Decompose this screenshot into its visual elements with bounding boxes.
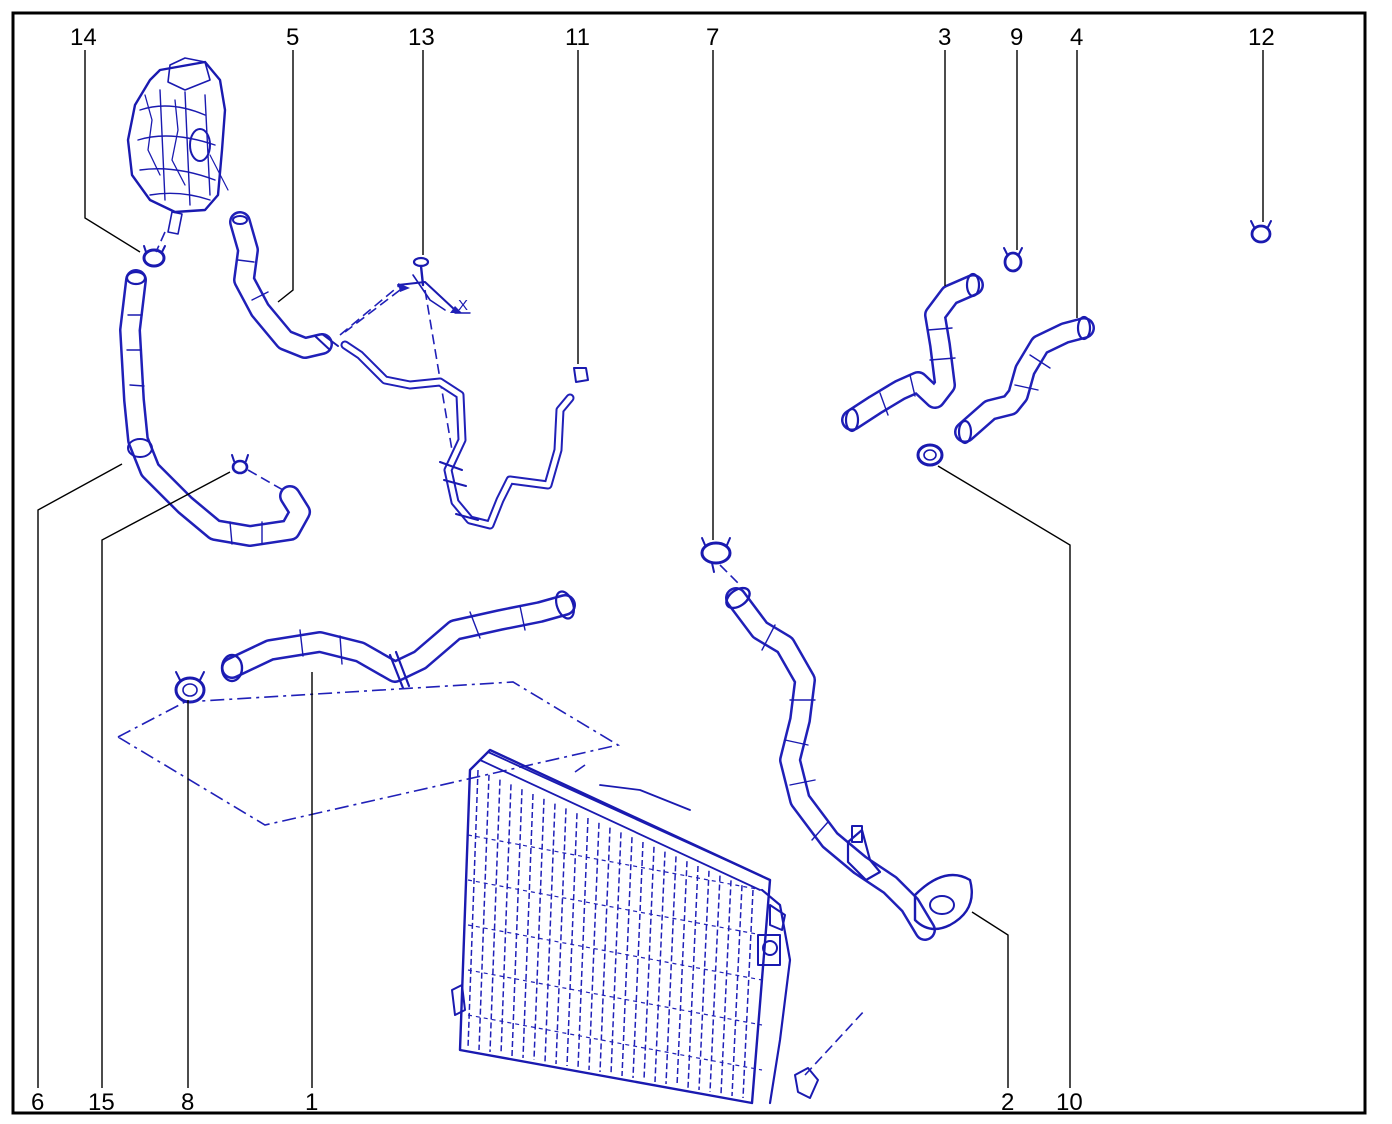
hose-clamp-14 (142, 245, 166, 268)
hose-3 (841, 272, 984, 433)
hose-5 (229, 211, 339, 359)
hose-6 (119, 269, 311, 547)
callout-11: 11 (565, 24, 590, 51)
diagram-frame (11, 11, 1367, 1115)
leader-lines (37, 50, 1264, 1088)
hose-clamp-15 (231, 454, 249, 475)
fitting-11 (573, 367, 589, 383)
callout-10: 10 (1056, 1089, 1083, 1116)
callout-7: 7 (706, 24, 719, 51)
callout-9: 9 (1010, 24, 1023, 51)
callout-14: 14 (70, 24, 97, 51)
expansion-tank (126, 57, 229, 235)
hose-4 (954, 315, 1095, 445)
callout-13: 13 (408, 24, 435, 51)
callout-8: 8 (181, 1089, 194, 1116)
hose-1 (220, 590, 576, 690)
hose-clamp-7 (700, 537, 732, 573)
hose-clamp-10 (916, 443, 944, 467)
hose-clamp-8 (174, 671, 206, 704)
bleed-pipe (340, 340, 575, 530)
callout-1: 1 (305, 1089, 318, 1116)
callout-12: 12 (1248, 24, 1275, 51)
callout-labels: 14 5 13 11 7 3 9 4 12 6 15 8 1 2 10 (31, 24, 1275, 1116)
radiator (451, 748, 819, 1105)
axis-x-marker: X (458, 297, 468, 314)
callout-3: 3 (938, 24, 951, 51)
hose-clamp-9 (1003, 247, 1023, 273)
callout-2: 2 (1001, 1089, 1014, 1116)
callout-15: 15 (88, 1089, 115, 1116)
callout-4: 4 (1070, 24, 1083, 51)
hose-clamp-12 (1250, 220, 1272, 244)
callout-6: 6 (31, 1089, 44, 1116)
assembly-outline (117, 681, 621, 826)
hose-2 (725, 586, 973, 941)
screw-13: X (397, 256, 471, 314)
callout-5: 5 (286, 24, 299, 51)
